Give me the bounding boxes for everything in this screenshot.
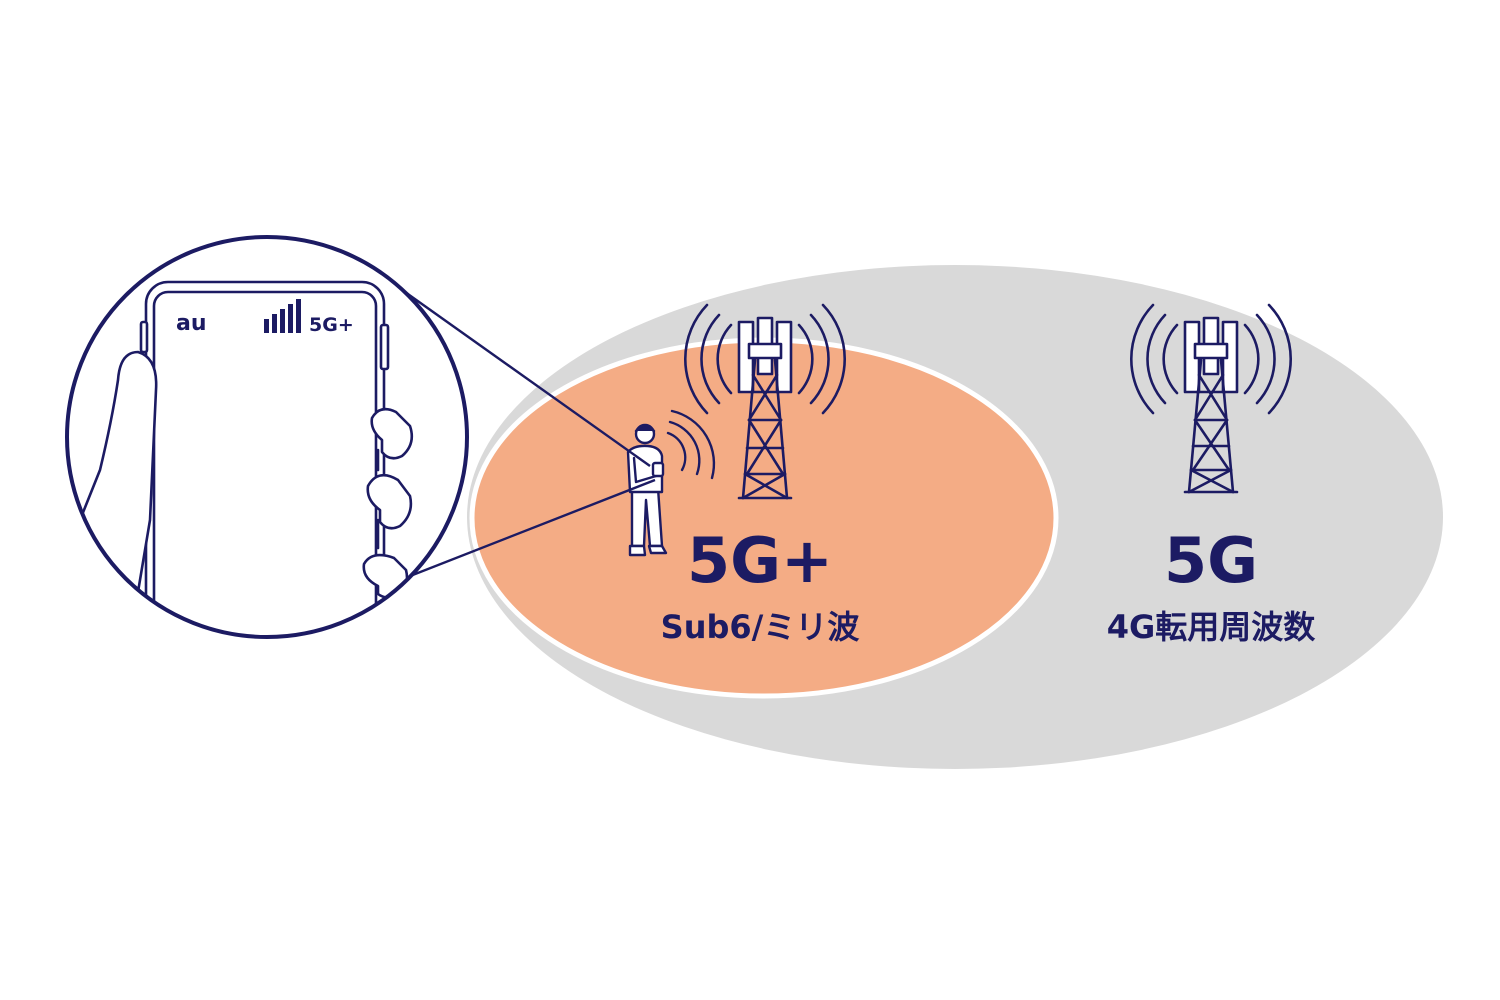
network-indicator: 5G+ — [309, 314, 354, 336]
right-finger — [370, 407, 414, 460]
phone-screen — [152, 290, 378, 637]
zone-5g-plus-title: 5G+ — [687, 524, 833, 597]
signal-bars-icon — [264, 299, 301, 333]
zoom-connector-line — [404, 478, 656, 580]
carrier-label: au — [176, 311, 207, 336]
zone-5g-subtitle: 4G転用周波数 — [1107, 608, 1317, 646]
cell-tower-icon — [684, 303, 846, 500]
zone-5g-plus-subtitle: Sub6/ミリ波 — [661, 608, 860, 646]
right-finger — [366, 473, 413, 530]
cell-tower-icon — [1130, 303, 1292, 494]
phone-zoom-circle: au 5G+ — [65, 235, 469, 639]
zone-5g-title: 5G — [1164, 524, 1258, 597]
zoom-connector-line — [397, 286, 651, 467]
